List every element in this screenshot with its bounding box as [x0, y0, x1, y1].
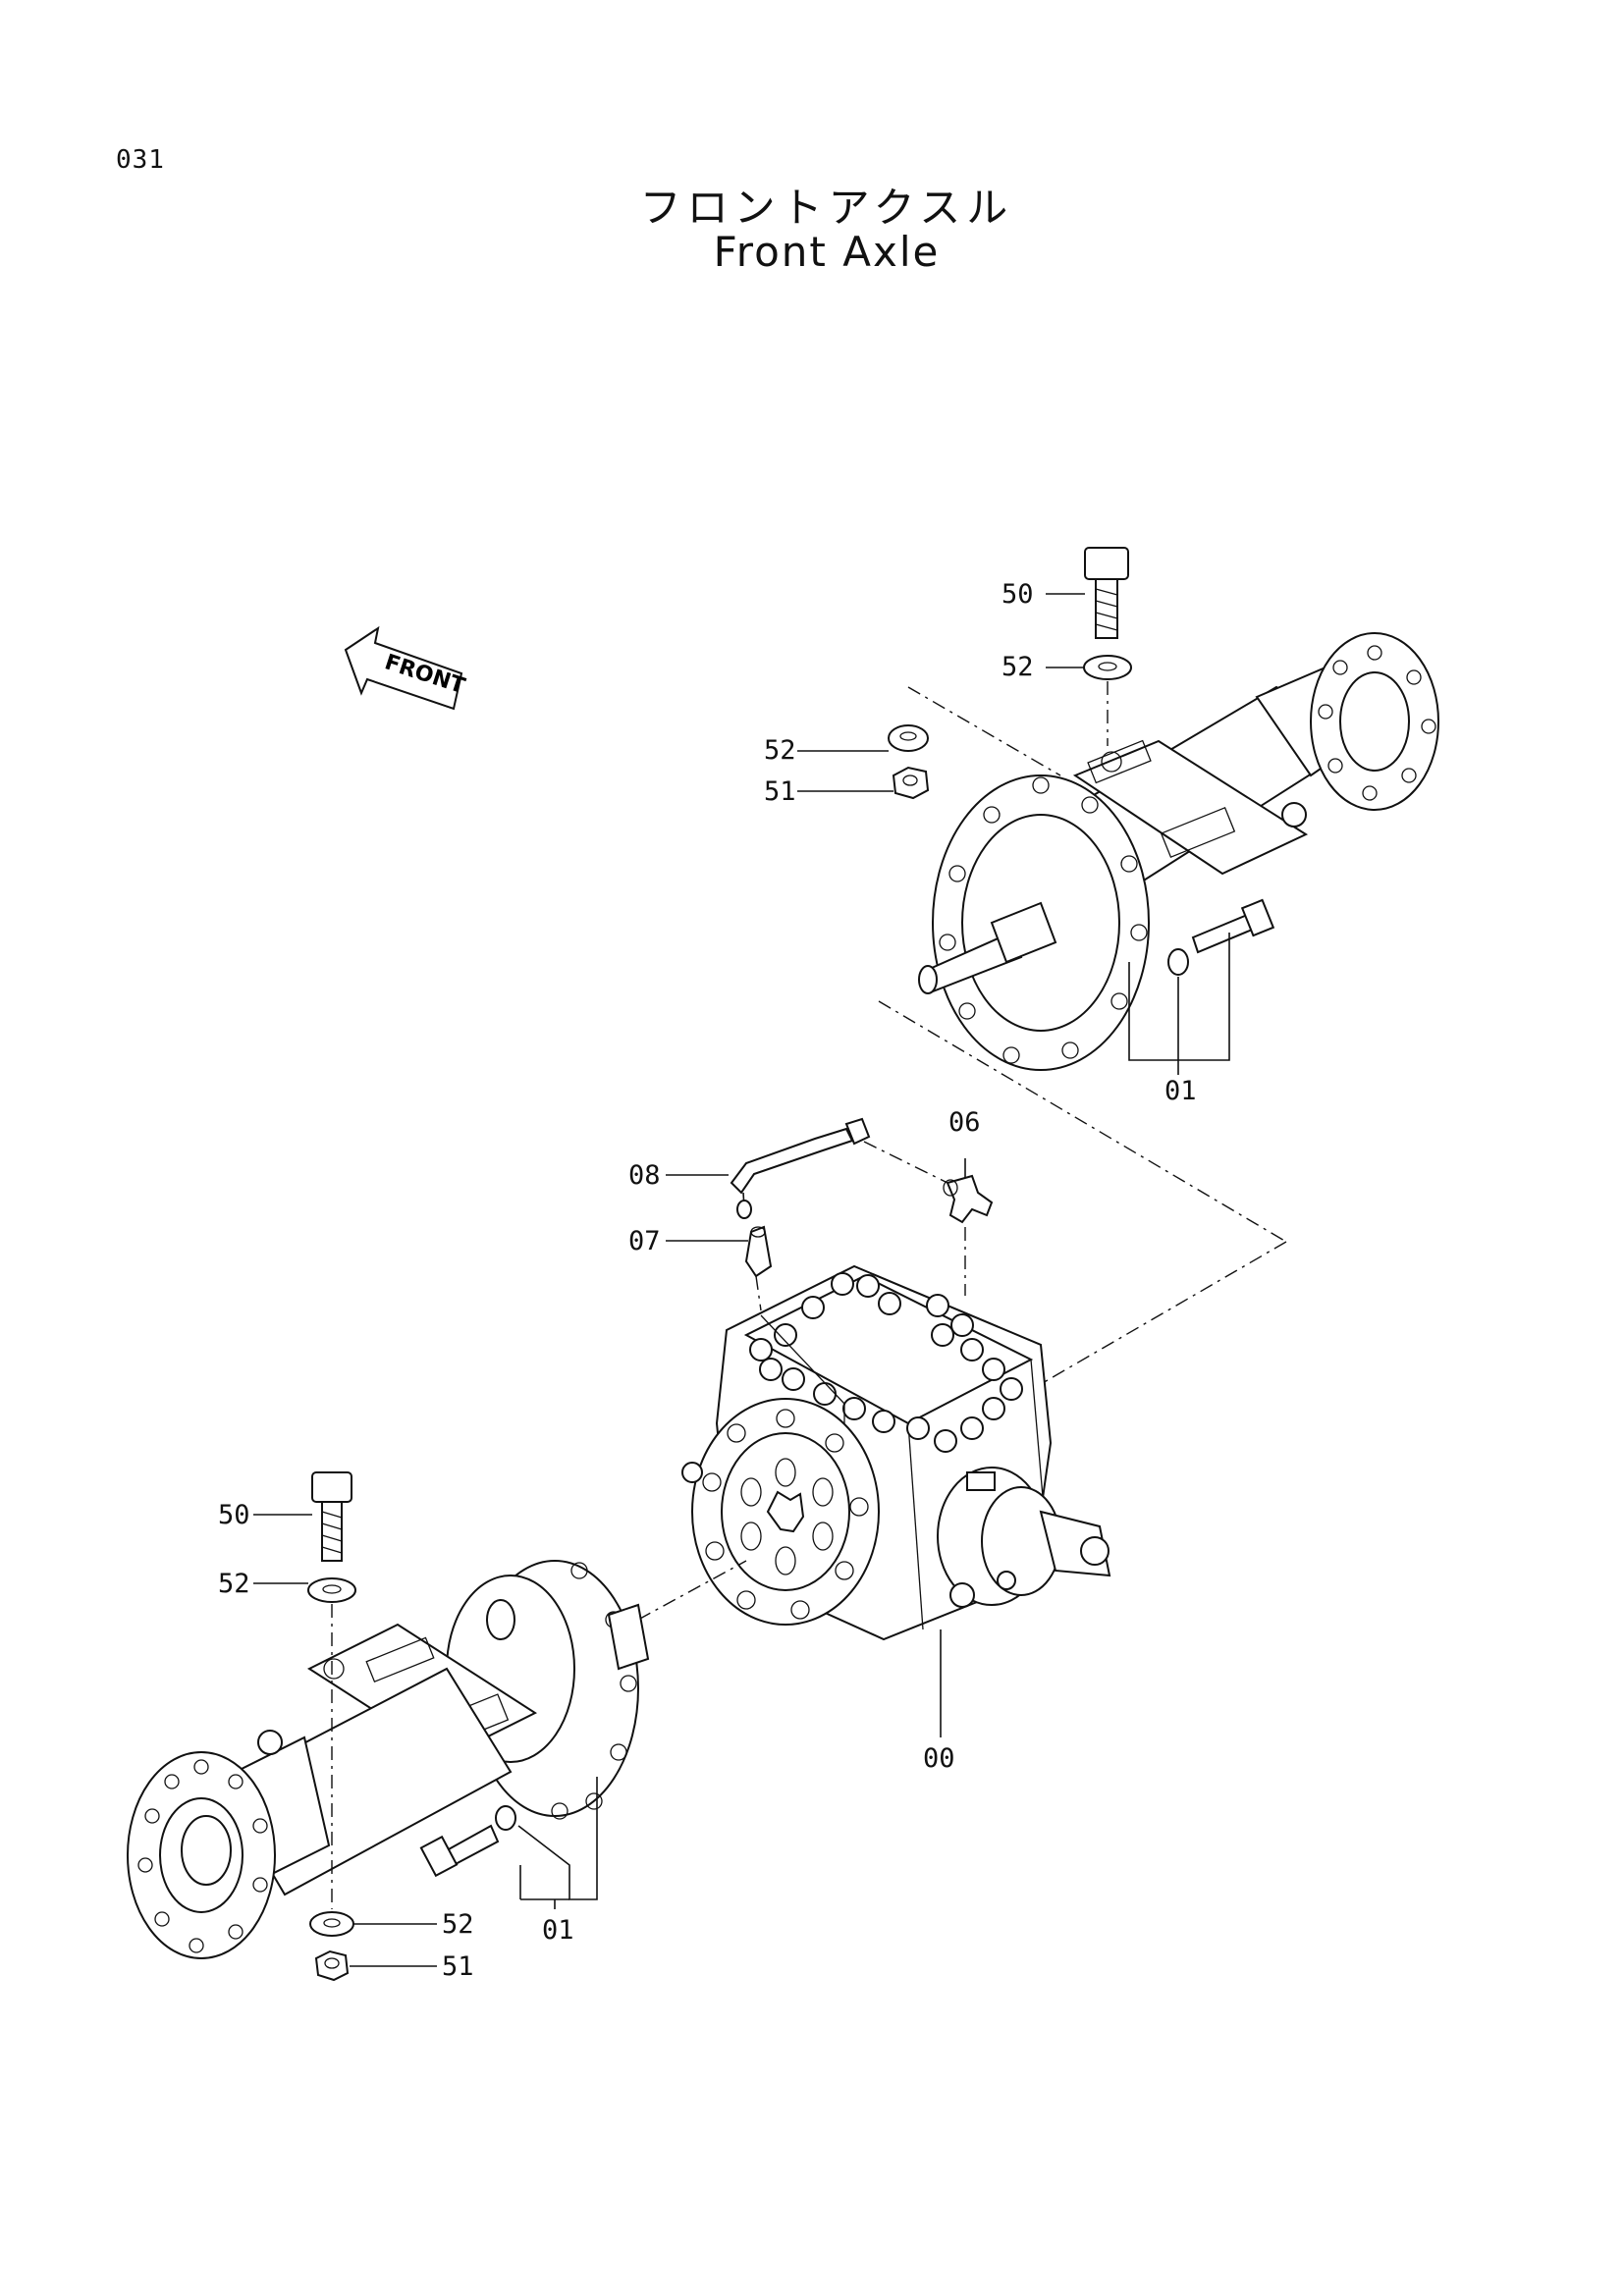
- callout-lower-01: 01: [542, 1915, 574, 1946]
- bolt-50-lower: [311, 1471, 352, 1562]
- diff-leader-lines: [637, 1141, 966, 1737]
- differential-carrier: [681, 1264, 1111, 1641]
- callout-upper-01: 01: [1164, 1076, 1197, 1106]
- callout-upper-51: 51: [764, 776, 796, 807]
- front-arrow-icon: FRONT: [344, 625, 467, 711]
- callout-diff-08: 08: [628, 1160, 661, 1191]
- callout-diff-07: 07: [628, 1226, 661, 1256]
- upper-axle-housing: [888, 547, 1439, 1071]
- nut-51-upper: [892, 766, 930, 800]
- lower-leader-lines: [253, 1514, 598, 1967]
- washer-52-lower-top: [307, 1577, 356, 1603]
- lower-axle-housing: [127, 1471, 650, 1982]
- callout-labels: 50 52 52 51 01 08 07 06 00 50 52 52 51 0…: [218, 579, 1197, 1982]
- page-title-english: Front Axle: [713, 228, 941, 276]
- callout-upper-52-left: 52: [764, 735, 796, 766]
- callout-diff-00: 00: [923, 1743, 955, 1774]
- connector-07: [744, 1225, 773, 1278]
- callout-lower-51: 51: [442, 1951, 474, 1982]
- callout-lower-52-top: 52: [218, 1569, 250, 1599]
- washer-52-upper-top: [1083, 655, 1132, 680]
- bolt-01-upper: [1167, 898, 1275, 976]
- bolt-01-lower: [419, 1805, 516, 1878]
- callout-upper-52-top: 52: [1001, 652, 1034, 682]
- page-title-japanese: フロントアクスル: [639, 184, 1014, 232]
- upper-leader-lines: [797, 593, 1287, 1385]
- bolt-50-upper: [1084, 547, 1129, 639]
- callout-diff-06: 06: [948, 1107, 981, 1138]
- washer-52-upper-left: [888, 724, 929, 752]
- nut-51-lower: [314, 1949, 350, 1982]
- page-number: 031: [116, 145, 165, 175]
- breather-pipe-08: [730, 1117, 871, 1219]
- washer-52-lower-bottom: [309, 1911, 354, 1937]
- callout-lower-52-bottom: 52: [442, 1909, 474, 1940]
- tee-fitting-06: [943, 1174, 994, 1224]
- callout-upper-50: 50: [1001, 579, 1034, 610]
- callout-lower-50: 50: [218, 1500, 250, 1530]
